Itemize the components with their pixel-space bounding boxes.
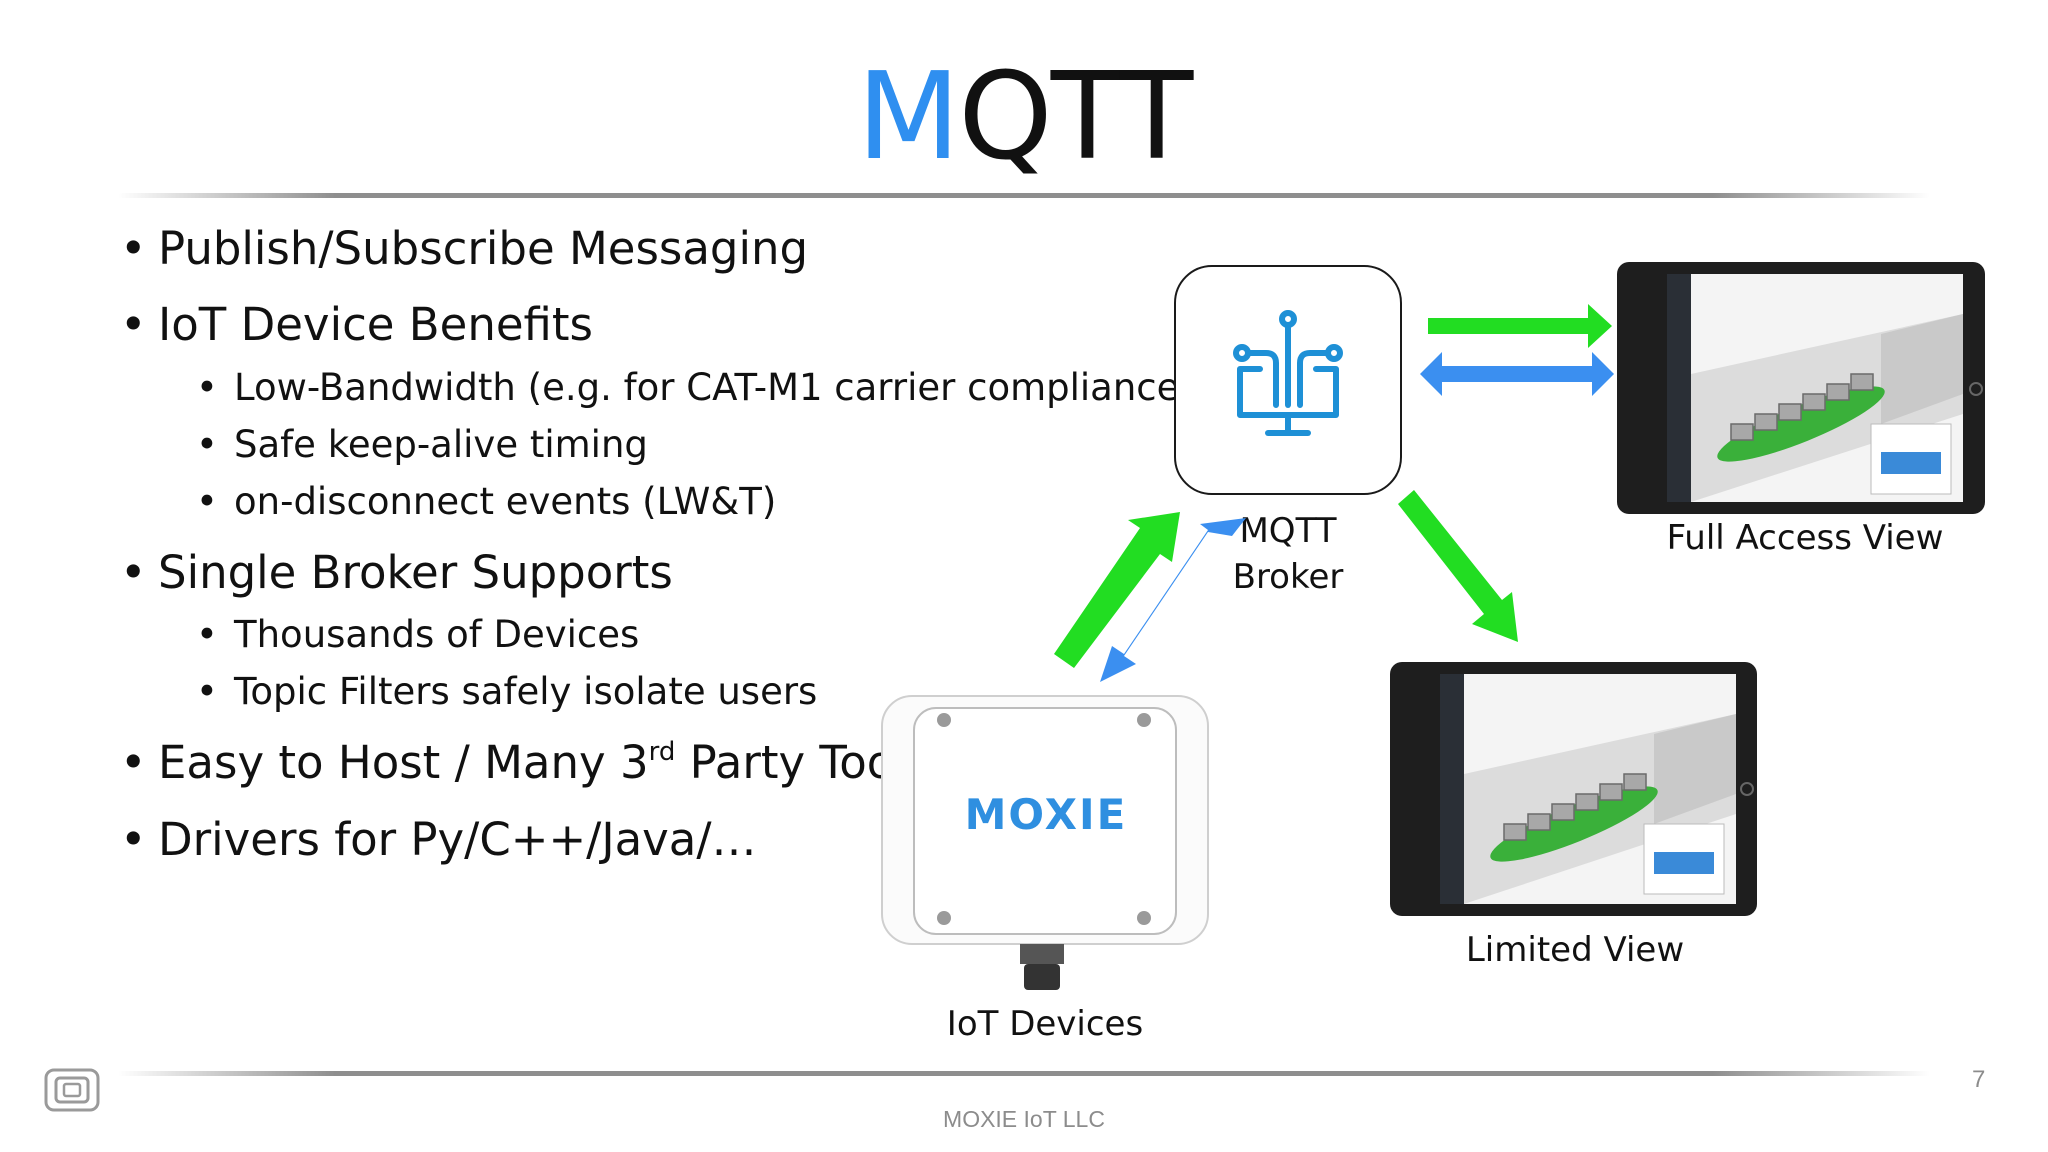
page-number: 7 bbox=[1972, 1066, 1986, 1093]
slide-title: MQTT bbox=[0, 48, 2048, 188]
sub-bullet-2-3: •on-disconnect events (LW&T) bbox=[196, 480, 777, 523]
moxie-corner-logo-icon bbox=[44, 1068, 100, 1112]
tablet-home-button bbox=[1969, 382, 1983, 396]
iot-device-enclosure bbox=[881, 695, 1209, 990]
footer-divider bbox=[118, 1071, 1930, 1076]
arrow-left-icon bbox=[1420, 352, 1614, 396]
iot-devices-label: IoT Devices bbox=[946, 1004, 1144, 1044]
tablet-home-button bbox=[1740, 782, 1754, 796]
full-access-tablet bbox=[1617, 262, 1985, 514]
moxie-logo-icon: MOXIE bbox=[964, 790, 1128, 839]
title-divider bbox=[118, 193, 1930, 198]
broker-circuit-icon bbox=[1233, 310, 1343, 436]
bullet-5: •Drivers for Py/C++/Java/… bbox=[120, 813, 757, 866]
full-access-label: Full Access View bbox=[1666, 518, 1944, 558]
factory-scene bbox=[1691, 314, 1963, 502]
arrow-broker-to-device bbox=[1100, 518, 1246, 682]
arrow-device-to-broker bbox=[1054, 512, 1180, 668]
arrow-broker-to-limited bbox=[1398, 490, 1518, 642]
title-accent: M bbox=[856, 48, 961, 187]
sub-bullet-3-2: •Topic Filters safely isolate users bbox=[196, 670, 818, 713]
bullet-1: •Publish/Subscribe Messaging bbox=[120, 222, 809, 275]
arrow-right-icon bbox=[1428, 304, 1612, 348]
bullet-1-text: Publish/Subscribe Messaging bbox=[158, 222, 809, 275]
limited-view-tablet bbox=[1390, 662, 1757, 916]
bullet-5-text: Drivers for Py/C++/Java/… bbox=[158, 813, 757, 866]
title-rest: QTT bbox=[958, 48, 1193, 187]
bullet-3: •Single Broker Supports bbox=[120, 546, 673, 599]
bullet-3-text: Single Broker Supports bbox=[158, 546, 673, 599]
sub-bullet-3-1: •Thousands of Devices bbox=[196, 613, 640, 656]
footer-company: MOXIE IoT LLC bbox=[943, 1106, 1105, 1132]
tablet-sidebar bbox=[1667, 274, 1691, 502]
limited-view-label: Limited View bbox=[1465, 930, 1685, 970]
sub-bullet-2-1: •Low-Bandwidth (e.g. for CAT-M1 carrier … bbox=[196, 366, 1194, 409]
bullet-2: •IoT Device Benefits bbox=[120, 298, 593, 351]
factory-scene bbox=[1464, 714, 1736, 904]
tablet-sidebar bbox=[1440, 674, 1464, 904]
sub-bullet-2-2: •Safe keep-alive timing bbox=[196, 423, 648, 466]
mqtt-broker-box bbox=[1174, 265, 1402, 495]
bullet-2-text: IoT Device Benefits bbox=[158, 298, 593, 351]
